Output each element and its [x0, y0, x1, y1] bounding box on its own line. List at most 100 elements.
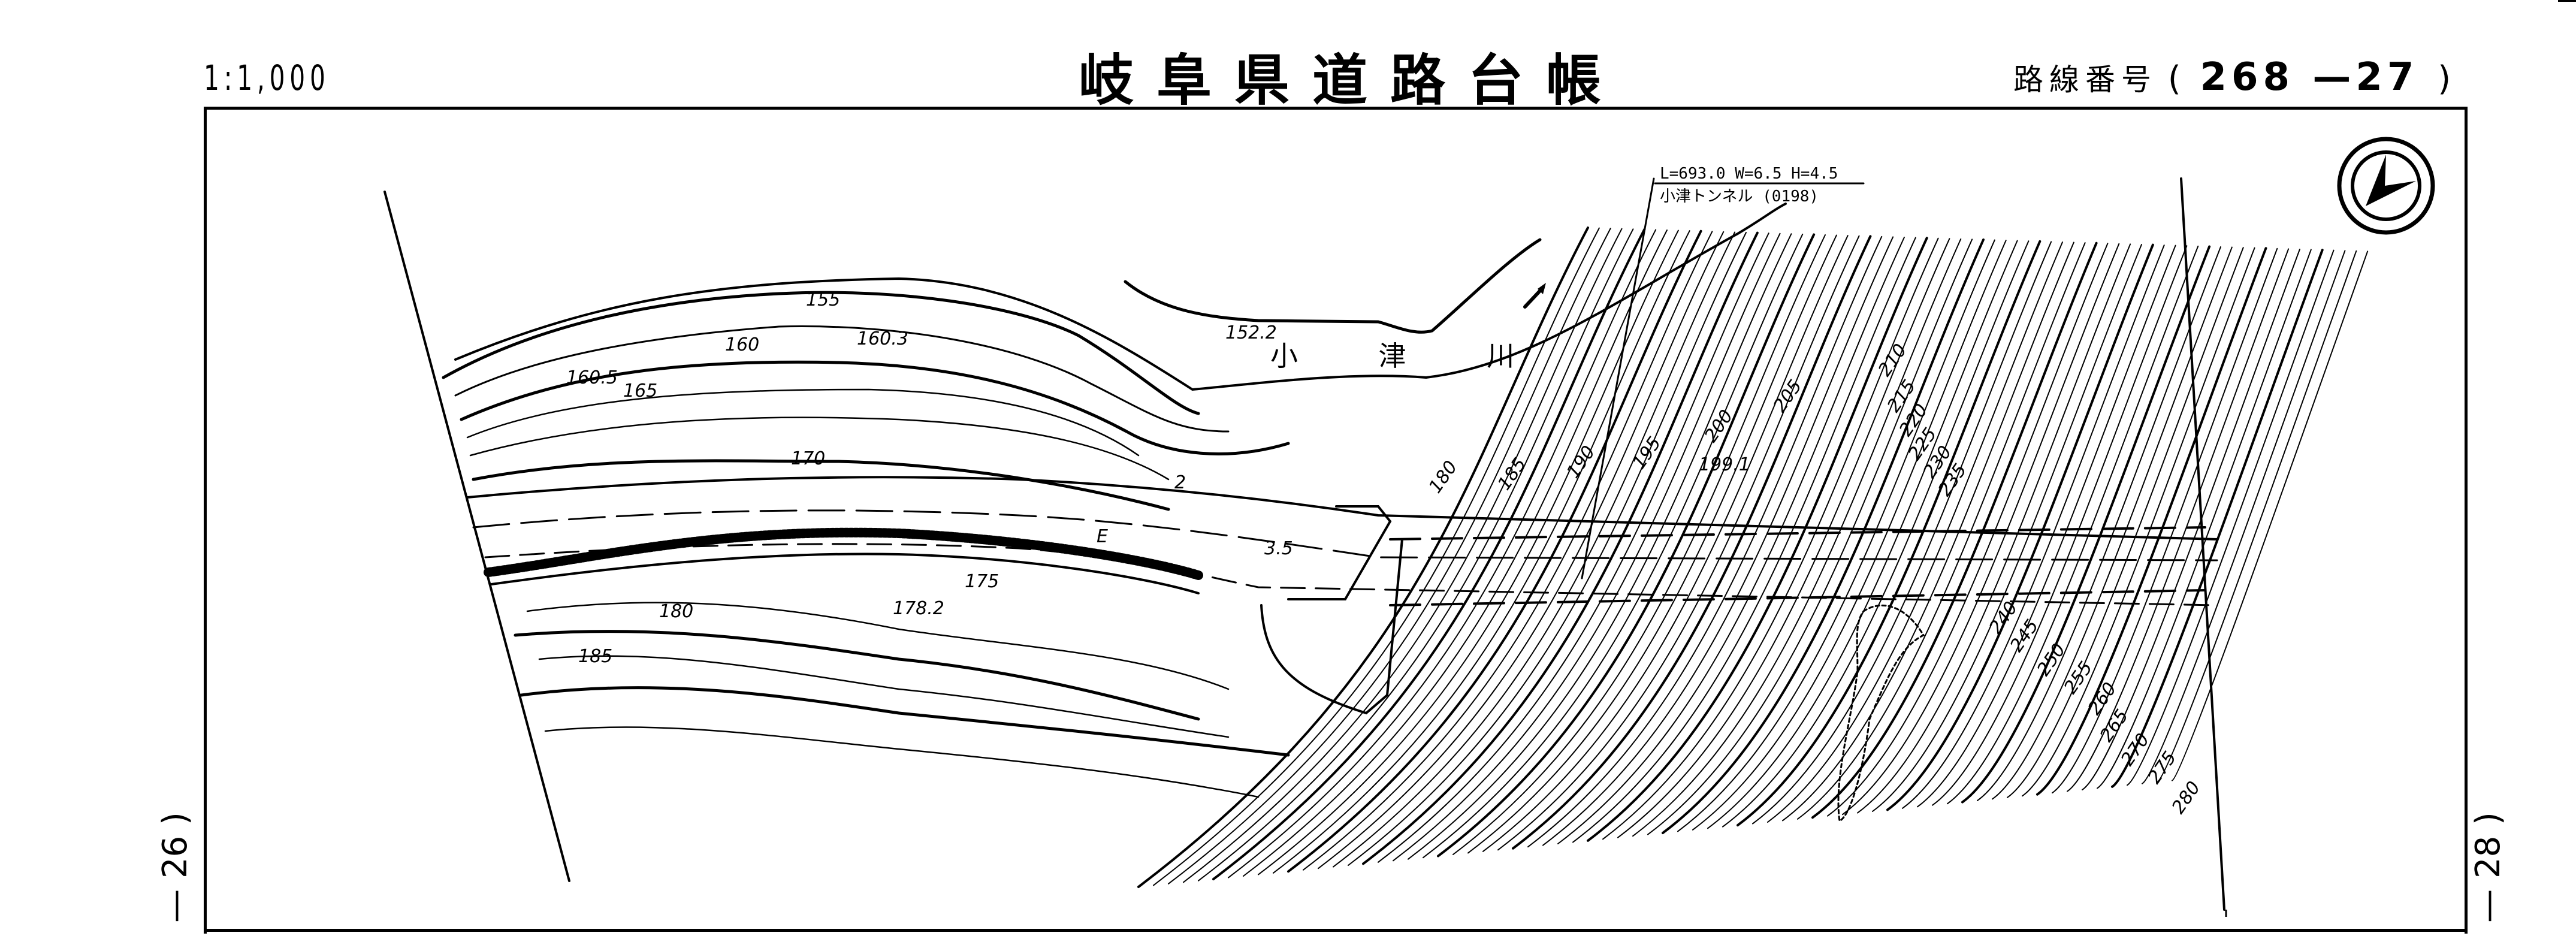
contour-line	[1482, 235, 1849, 852]
contour-line	[2097, 249, 2312, 789]
spot-height: 160.5	[566, 367, 618, 388]
contour-line	[1767, 241, 2063, 823]
contour-line	[1497, 235, 1860, 851]
contour-line	[1811, 241, 2098, 819]
contour-label: 185	[578, 646, 612, 667]
contour-line	[1542, 236, 1894, 846]
contour-label: 175	[965, 571, 999, 592]
scale-label: 1:1,000	[204, 58, 330, 98]
contour-label: 180	[659, 601, 693, 622]
contour-line	[2067, 248, 2290, 792]
contour-line	[1692, 240, 2007, 831]
contour-line	[1153, 227, 1600, 886]
route-open-paren: (	[2167, 59, 2181, 98]
tunnel-leader	[1581, 177, 1655, 579]
contour-label: 250	[2033, 640, 2070, 680]
contour-line	[2142, 250, 2346, 784]
map-boundary-left	[383, 191, 570, 882]
contour-line	[1977, 246, 2221, 801]
contour-label: 155	[806, 289, 840, 310]
contour-line	[1707, 240, 2018, 829]
spot-height: 178.2	[893, 598, 944, 619]
contour-line	[1287, 230, 1702, 873]
contour-line	[1902, 244, 2165, 809]
contour-line	[1842, 243, 2120, 816]
route-number-label: 路線番号	[2013, 62, 2157, 97]
river-bank-south	[454, 203, 1787, 391]
route-number: 路線番号 ( 268 —27 )	[2013, 55, 2451, 99]
contour-line	[1932, 245, 2188, 806]
contour-label: 165	[623, 381, 657, 401]
road-width-mark: 3.5	[1264, 538, 1293, 559]
contour-line	[1961, 245, 2211, 804]
contour-line	[1857, 243, 2131, 814]
contour-line	[2111, 249, 2324, 788]
river-bank-north	[1124, 238, 1542, 334]
contour-line	[1318, 231, 1725, 869]
page-title: 岐阜県道路台帳	[1079, 49, 1624, 113]
contour-label: 160	[725, 334, 759, 355]
contour-line	[1947, 245, 2199, 805]
contour-line	[1437, 233, 1816, 858]
road-centreline	[472, 509, 2218, 561]
spot-height: 160.3	[857, 328, 908, 349]
contour-line	[1512, 235, 1872, 850]
spot-height: 199.1	[1699, 454, 1750, 475]
contour-label: 280	[2168, 778, 2205, 818]
contour-line	[1617, 238, 1950, 838]
contour-line	[1467, 234, 1837, 854]
river-name: 小 津 川	[1270, 340, 1550, 372]
contour-line	[1587, 237, 1928, 842]
contour-line	[1632, 238, 1962, 837]
contour-line	[2052, 247, 2278, 794]
contour-line	[1333, 231, 1736, 868]
corner-tick	[2558, 0, 2576, 2]
contour-label: 170	[791, 448, 825, 469]
north-arrow-icon	[2337, 137, 2435, 235]
contour-line	[1362, 231, 1759, 865]
retaining-wall	[484, 527, 1203, 580]
tunnel-portal	[1287, 505, 1392, 600]
contour-line	[1258, 230, 1679, 875]
east-contours	[1137, 227, 2369, 888]
contour-label: 180	[1425, 457, 1462, 497]
fill-slope	[1260, 538, 1403, 715]
contour-line	[1662, 238, 1985, 834]
contour-line	[1303, 231, 1713, 871]
contour-line	[1572, 237, 1916, 843]
contour-line	[1137, 227, 1589, 888]
contour-line	[1752, 241, 2052, 825]
contour-line	[1198, 228, 1634, 881]
contour-line	[1722, 240, 2030, 828]
contour-line	[2022, 247, 2255, 797]
contour-line	[1797, 242, 2086, 820]
flow-arrow-head	[1538, 283, 1546, 294]
river-spot-elevation: 152.2	[1225, 322, 1277, 343]
contour-line	[1393, 233, 1781, 862]
contour-line	[2082, 249, 2300, 790]
contour-line	[1872, 244, 2142, 812]
culvert-label: 2	[1174, 472, 1186, 493]
contour-line	[1602, 237, 1939, 840]
contour-line	[1228, 229, 1657, 878]
tunnel-line-north	[1389, 526, 2206, 541]
contour-label: 275	[2144, 748, 2181, 788]
contour-line	[2172, 250, 2369, 781]
contour-line	[2007, 247, 2244, 798]
contour-line	[1677, 239, 1995, 832]
contour-line	[1917, 244, 2176, 808]
route-number-value: 268 —27	[2200, 55, 2419, 99]
contour-line	[1378, 233, 1769, 863]
contour-line	[1212, 228, 1646, 881]
road-marker: E	[1097, 526, 1108, 547]
contour-line	[1782, 241, 2074, 822]
contour-line	[1183, 228, 1623, 883]
contour-line	[1557, 237, 1905, 844]
contour-line	[1827, 243, 2109, 817]
contour-line	[2036, 247, 2267, 796]
tunnel-dimensions: L=693.0 W=6.5 H=4.5	[1660, 165, 1838, 183]
contour-line	[1243, 230, 1668, 877]
contour-line	[1423, 233, 1804, 859]
contour-line	[1737, 240, 2042, 827]
